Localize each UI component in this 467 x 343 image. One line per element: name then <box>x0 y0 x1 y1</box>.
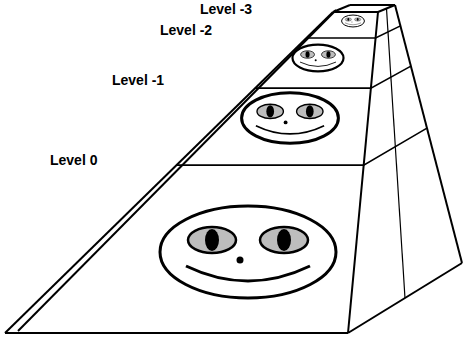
level-label: Level -2 <box>160 22 212 38</box>
pyramid-edge <box>18 10 336 331</box>
pyramid-frame <box>5 5 462 333</box>
pyramid-edge <box>348 12 378 333</box>
face-picture <box>242 93 339 144</box>
level-plane <box>306 26 400 38</box>
level-label: Level -1 <box>112 72 164 88</box>
pyramid-edge <box>395 5 462 263</box>
level-label: Level -3 <box>200 1 252 17</box>
pyramid-edge <box>5 332 348 334</box>
pyramid-edge <box>350 4 395 6</box>
face-picture <box>160 206 336 298</box>
side-divider <box>387 9 406 299</box>
face-picture <box>342 15 365 27</box>
pyramid-edge <box>333 11 378 13</box>
level-label: Level 0 <box>50 152 97 168</box>
face-picture <box>292 45 343 72</box>
